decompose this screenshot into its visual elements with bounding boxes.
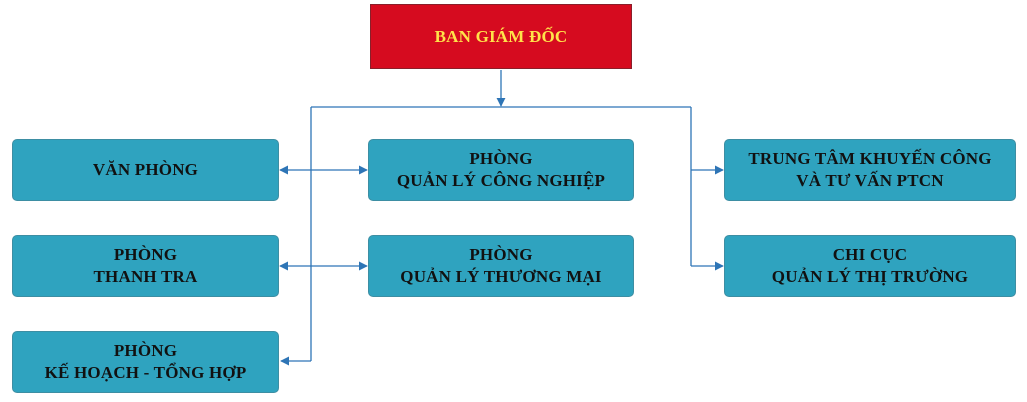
node-industry-line-2: QUẢN LÝ CÔNG NGHIỆP xyxy=(396,171,606,190)
node-industry: PHÒNG QUẢN LÝ CÔNG NGHIỆP xyxy=(368,139,634,201)
node-inspection-line-2: THANH TRA xyxy=(93,267,198,286)
node-office: VĂN PHÒNG xyxy=(12,139,279,201)
node-office-line-1: VĂN PHÒNG xyxy=(92,160,199,179)
node-market-line-2: QUẢN LÝ THỊ TRƯỜNG xyxy=(771,267,969,286)
node-planning-line-2: KẾ HOẠCH - TỔNG HỢP xyxy=(44,363,247,382)
node-planning: PHÒNG KẾ HOẠCH - TỔNG HỢP xyxy=(12,331,279,393)
node-trade-line-2: QUẢN LÝ THƯƠNG MẠI xyxy=(400,267,602,286)
node-trade: PHÒNG QUẢN LÝ THƯƠNG MẠI xyxy=(368,235,634,297)
node-inspection: PHÒNG THANH TRA xyxy=(12,235,279,297)
node-inspection-line-1: PHÒNG xyxy=(113,245,178,264)
node-market: CHI CỤC QUẢN LÝ THỊ TRƯỜNG xyxy=(724,235,1016,297)
node-planning-line-1: PHÒNG xyxy=(113,341,178,360)
node-industry-line-1: PHÒNG xyxy=(469,149,533,168)
node-director: BAN GIÁM ĐỐC xyxy=(370,4,632,69)
node-promotion: TRUNG TÂM KHUYẾN CÔNG VÀ TƯ VẤN PTCN xyxy=(724,139,1016,201)
node-market-line-1: CHI CỤC xyxy=(832,245,908,264)
node-trade-line-1: PHÒNG xyxy=(469,245,533,264)
node-promotion-line-1: TRUNG TÂM KHUYẾN CÔNG xyxy=(748,149,992,168)
node-director-label: BAN GIÁM ĐỐC xyxy=(434,26,568,46)
node-promotion-line-2: VÀ TƯ VẤN PTCN xyxy=(796,171,944,190)
